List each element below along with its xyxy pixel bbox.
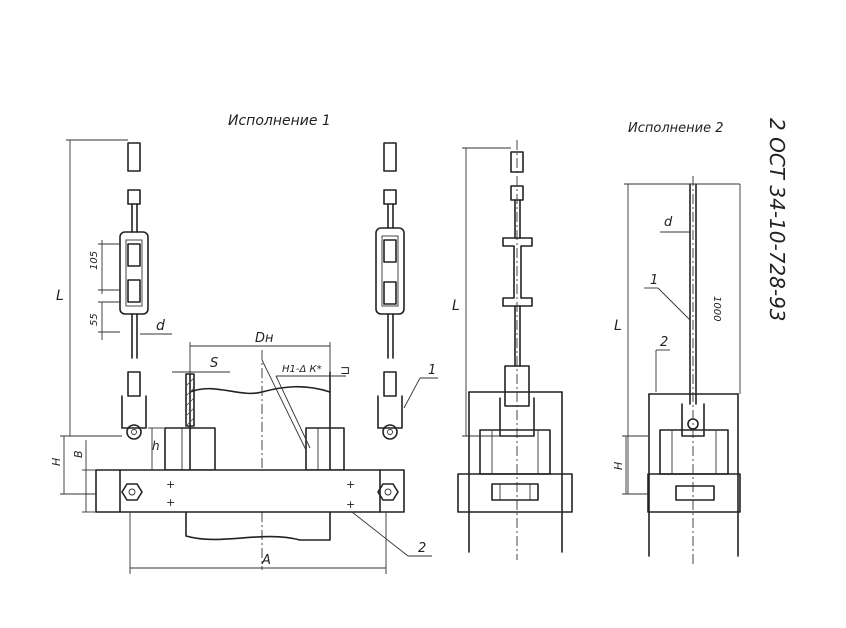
dim-55: 55 [89,313,100,326]
dim-Dn: Dн [255,331,274,346]
dim-H-left: H [50,458,63,466]
variant2-title: Исполнение 2 [628,121,723,136]
svg-text:+: + [346,478,355,491]
standard-code: 2 ОСТ 34-10-728-93 [765,118,789,322]
dim-A: A [261,553,271,568]
weld-mark: Н1-Δ К* [282,364,322,375]
callout-1-left: 1 [428,363,436,378]
variant1-dimensions: L 105 55 d Dн S Н1-Δ К* ⊐ h H [50,139,438,574]
svg-text:+: + [166,478,175,491]
callout-1-right: 1 [650,273,658,288]
left-hanger-assembly [119,142,149,440]
right-hanger-assembly [375,142,405,440]
callout-2-right: 2 [660,335,668,350]
right-turnbuckle [375,227,405,315]
dim-B: B [72,450,85,458]
svg-text:⊐: ⊐ [340,363,350,377]
dim-L-mid: L [452,298,460,314]
dim-H-right: H [612,462,625,470]
pipe-and-support-beam: + + + + [95,350,405,570]
dim-L-left: L [56,288,64,304]
callout-2-left: 2 [418,541,426,556]
dim-h: h [152,439,160,453]
dim-d-right: d [664,215,673,230]
dim-d-left: d [156,318,165,334]
variant1-title: Исполнение 1 [228,113,331,129]
svg-text:+: + [346,498,355,511]
variant2-assembly: L d 1000 H 1 2 [612,176,741,564]
svg-text:+: + [166,496,175,509]
dim-105: 105 [89,251,100,270]
left-turnbuckle [119,231,149,315]
dim-S: S [210,356,218,371]
dim-L-right: L [614,318,622,334]
dim-1000: 1000 [711,296,722,321]
side-view-variant1: L [452,140,573,560]
